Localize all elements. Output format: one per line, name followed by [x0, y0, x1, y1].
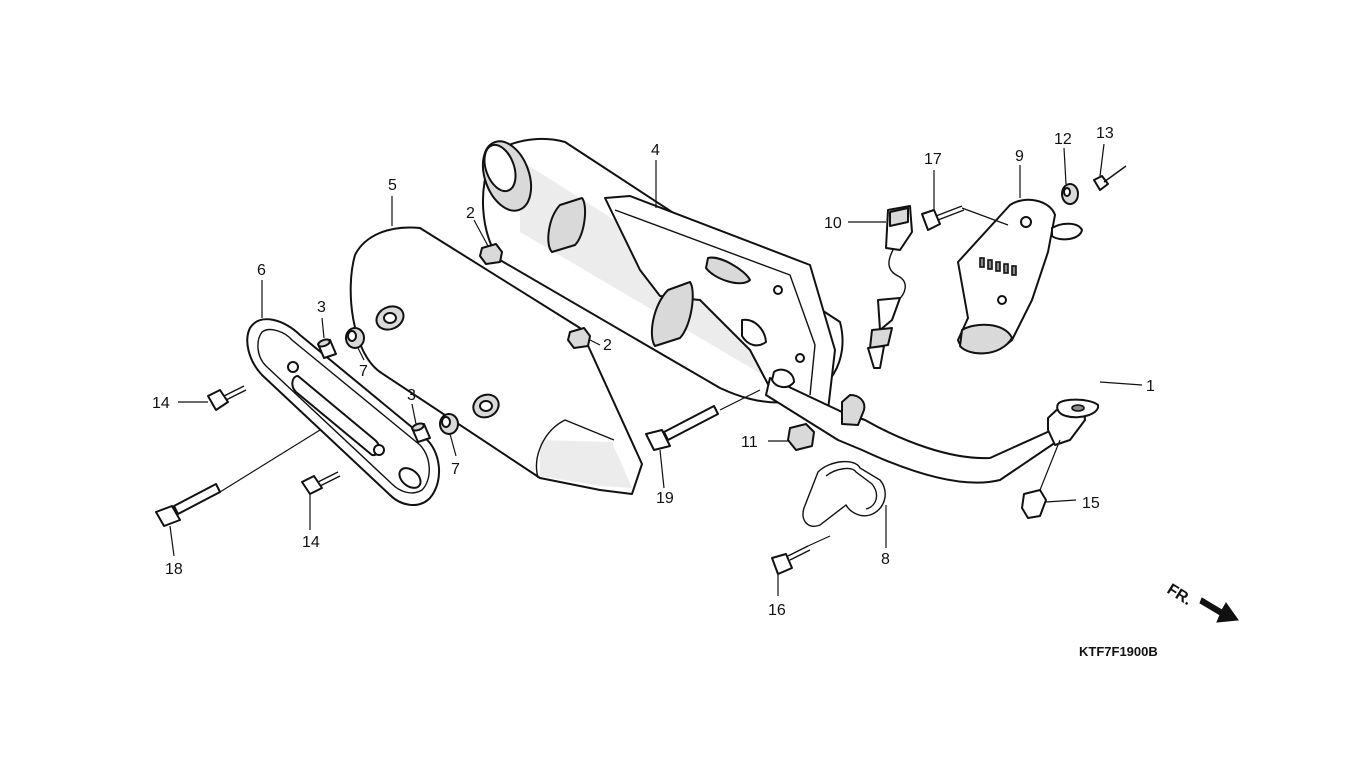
callout-7-upper: 7: [359, 363, 368, 380]
oxygen-sensor: [867, 205, 913, 369]
bolt-14-left: [207, 385, 247, 411]
callout-3-upper: 3: [317, 299, 326, 316]
callout-1: 1: [1146, 378, 1155, 395]
clamp-band: [802, 461, 886, 527]
callout-8: 8: [881, 551, 890, 568]
callout-15: 15: [1082, 495, 1100, 512]
callout-18: 18: [165, 561, 183, 578]
callout-5: 5: [388, 177, 397, 194]
callout-16: 16: [768, 602, 786, 619]
front-arrow-icon: [1199, 597, 1239, 623]
callout-2-lower: 2: [603, 337, 612, 354]
callout-17: 17: [924, 151, 942, 168]
callout-13: 13: [1096, 125, 1114, 142]
bolt-17: [921, 205, 965, 231]
callout-10: 10: [824, 215, 842, 232]
callout-12: 12: [1054, 131, 1072, 148]
callout-7-lower: 7: [451, 461, 460, 478]
bolt-13: [1093, 165, 1127, 191]
muffler-protector: [246, 318, 441, 506]
heat-shield: [349, 226, 643, 495]
leader-lines: [169, 143, 1143, 596]
collar-3-upper: [317, 338, 337, 359]
collar-3-lower: [411, 422, 431, 443]
grommet-12: [1061, 183, 1079, 205]
bolt-15: [1021, 489, 1047, 519]
callout-9: 9: [1015, 148, 1024, 165]
bolt-14-bottom: [301, 471, 341, 495]
callout-6: 6: [257, 262, 266, 279]
bolt-18: [155, 483, 221, 527]
exhaust-pipe-cover: [957, 198, 1083, 355]
front-direction-label: FR.: [1164, 581, 1195, 609]
callout-14-bottom: 14: [302, 534, 320, 551]
callout-labels: 1 2 2 3 3 4 5 6 7 7 8 9 10 11 12 13 14 1…: [152, 125, 1155, 619]
callout-2-upper: 2: [466, 205, 475, 222]
front-direction-indicator: FR.: [1164, 581, 1239, 623]
nut-2-upper: [479, 243, 503, 265]
nut-2-lower: [567, 327, 591, 349]
grommet-7-lower: [439, 413, 459, 435]
nut-11: [787, 423, 815, 451]
grommet-7-upper: [345, 327, 365, 349]
callout-19: 19: [656, 490, 674, 507]
bolt-19: [645, 405, 719, 451]
bolt-16: [771, 545, 811, 575]
callout-14-left: 14: [152, 395, 170, 412]
muffler: [481, 137, 1100, 484]
callout-11: 11: [741, 434, 758, 451]
callout-3-lower: 3: [407, 387, 416, 404]
diagram-code: KTF7F1900B: [1079, 644, 1158, 659]
callout-4: 4: [651, 142, 660, 159]
